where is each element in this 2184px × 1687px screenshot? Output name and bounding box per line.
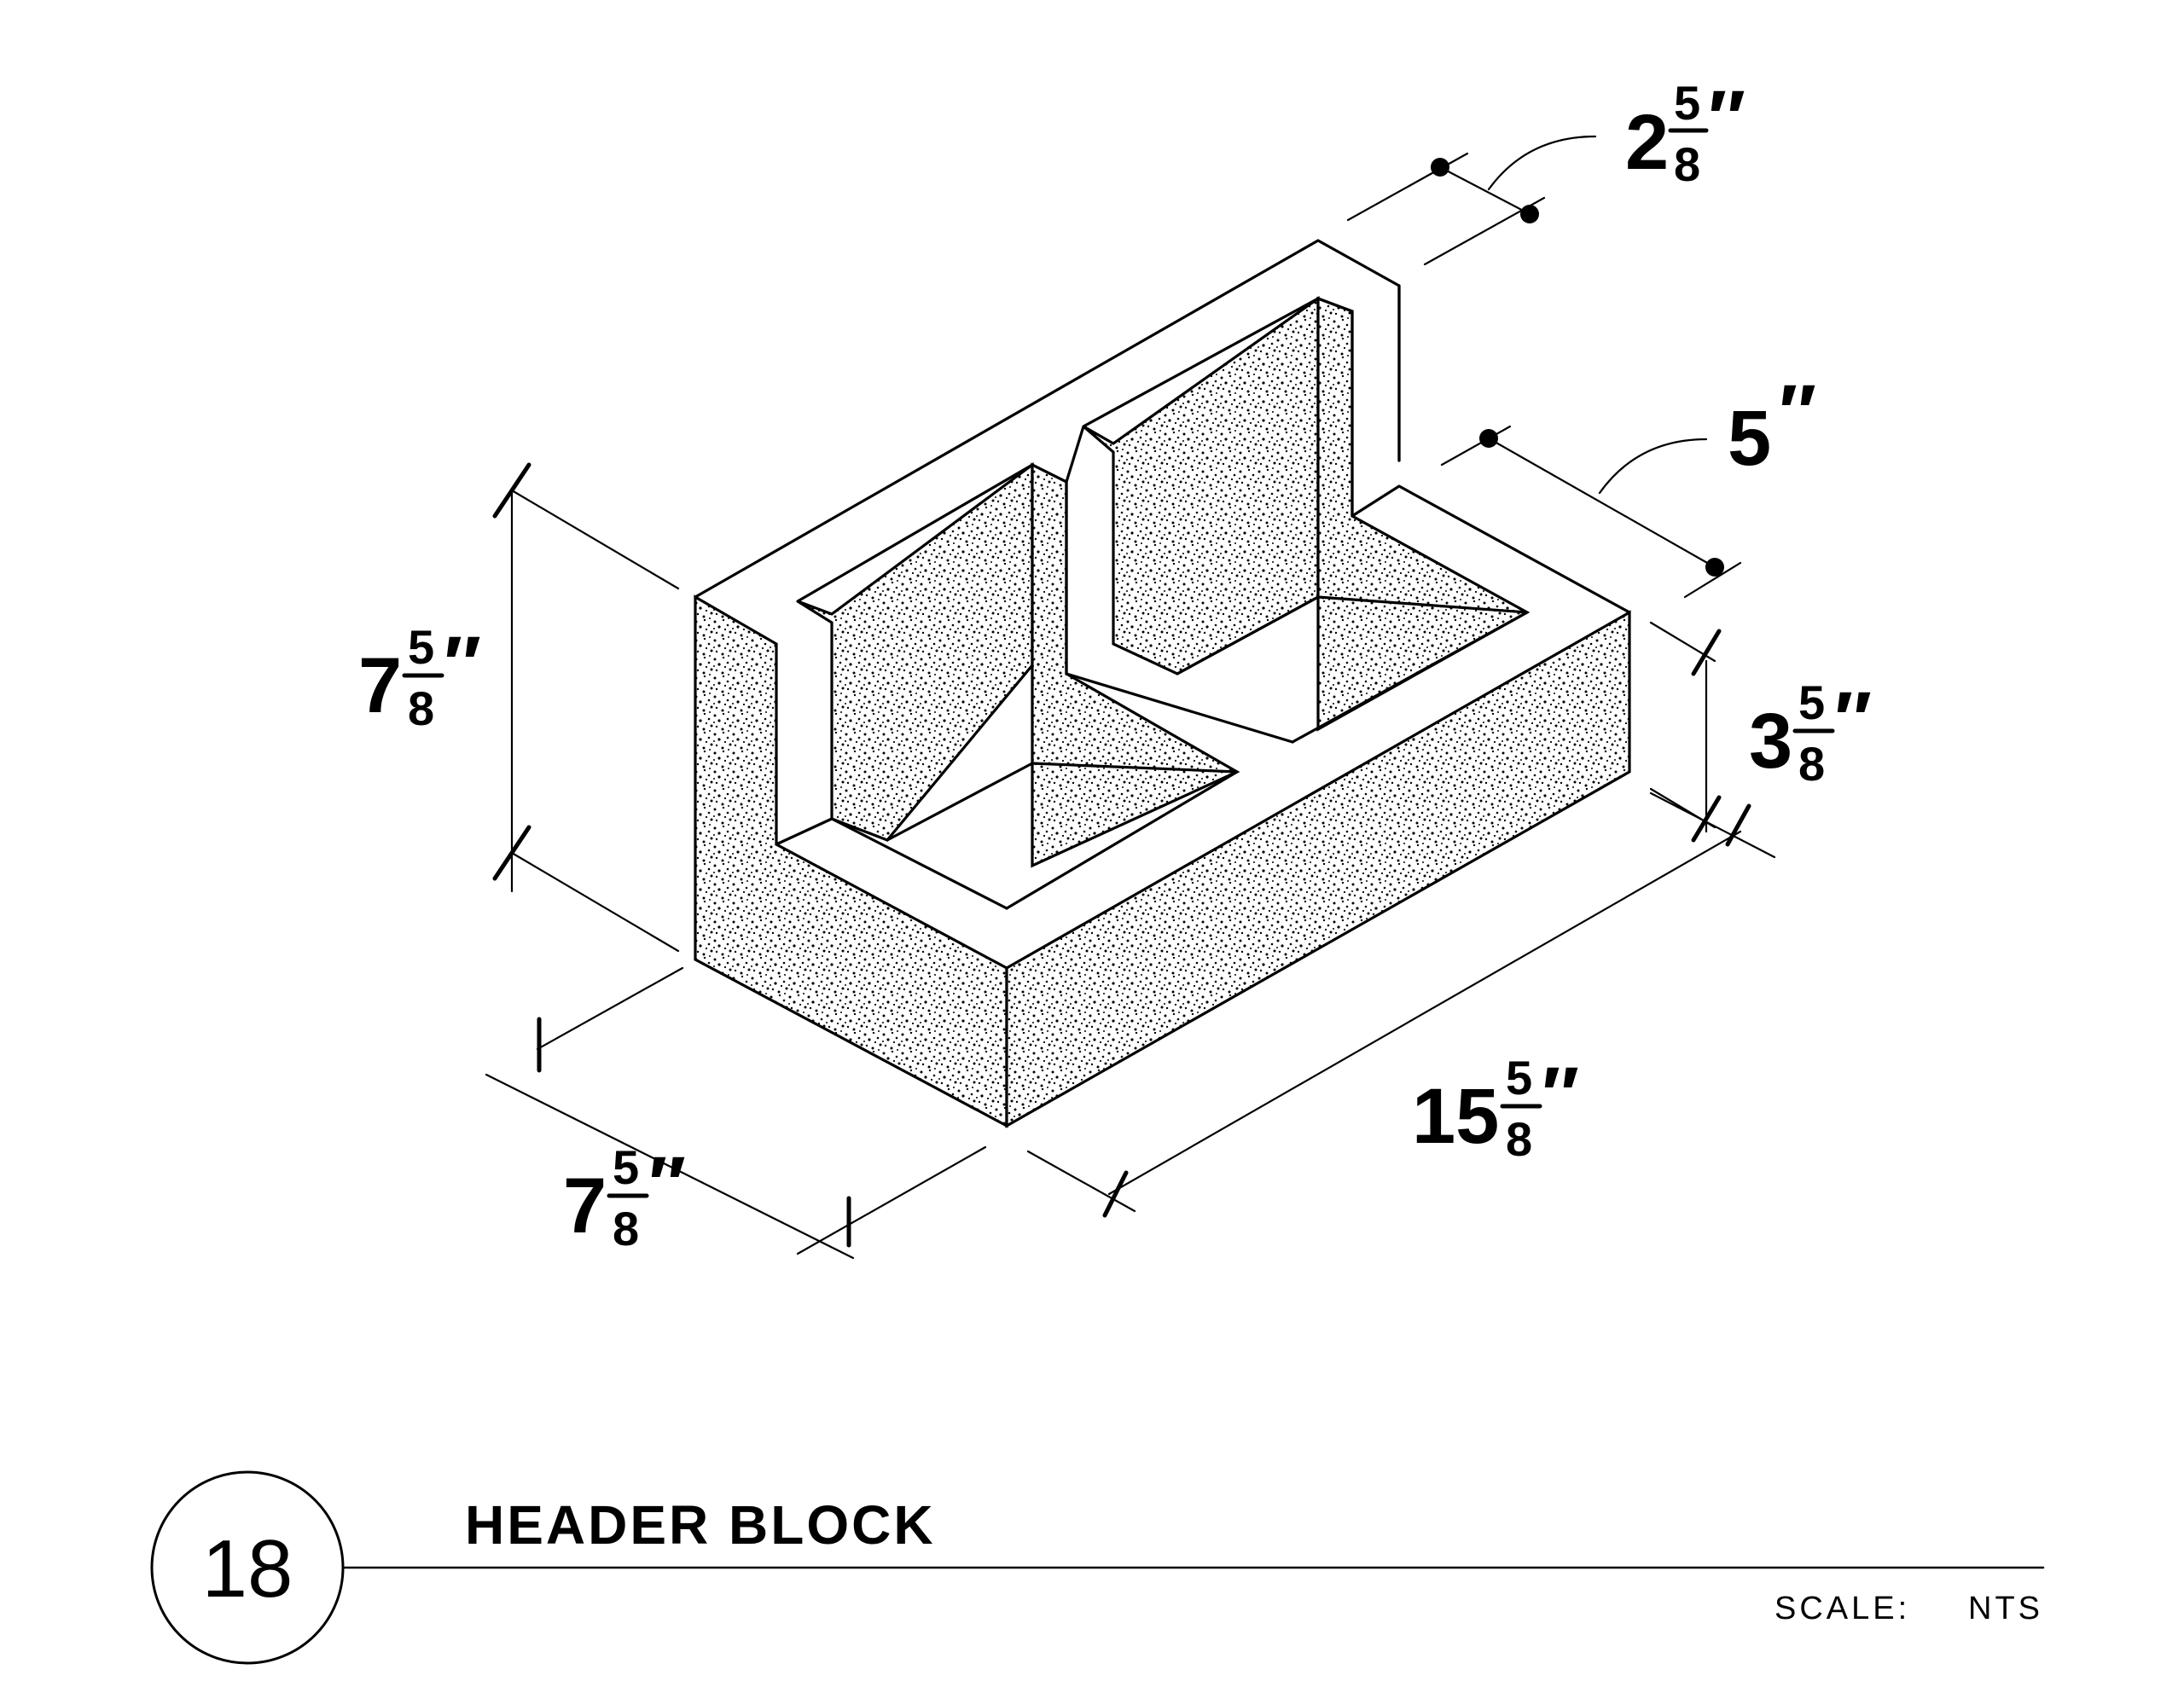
side-dim-leader: [1598, 438, 1708, 495]
svg-text:″: ″: [1542, 1052, 1579, 1139]
back-wall-inner-left: [797, 461, 1034, 842]
dim-label-top-web: 2 5 8 ″: [1625, 75, 1745, 191]
stippled-faces: [694, 295, 1631, 1128]
svg-text:8: 8: [1798, 737, 1825, 791]
svg-text:″: ″: [648, 1141, 686, 1228]
length-tick-right: [1725, 803, 1751, 847]
front-rim-edge: [775, 817, 834, 846]
right-cell-floor-edge: [1176, 595, 1529, 744]
svg-text:8: 8: [1506, 1112, 1532, 1166]
depth-ext-right: [796, 1145, 987, 1255]
web-dim-dot-right: [1520, 205, 1539, 223]
side-dim-dot-bottom: [1705, 558, 1724, 577]
web-dim-ext-left: [1346, 152, 1469, 222]
svg-text:8: 8: [1674, 137, 1700, 191]
left-cell-floor-edge: [886, 762, 1239, 910]
detail-number: 18: [202, 1523, 293, 1615]
dim-label-reduced-height: 3 5 8 ″: [1749, 675, 1872, 791]
length-ext-left: [1026, 1150, 1136, 1213]
svg-text:5: 5: [1506, 1051, 1532, 1104]
side-dim-ext-bottom: [1683, 561, 1742, 599]
svg-text:15: 15: [1412, 1073, 1499, 1160]
side-dim-ext-top: [1440, 425, 1512, 467]
svg-text:5: 5: [613, 1140, 639, 1194]
svg-text:5: 5: [1674, 76, 1700, 130]
depth-ext-left: [536, 966, 684, 1051]
svg-text:″: ″: [1834, 676, 1872, 763]
dimension-lines: [485, 135, 1776, 1260]
web-dim-line: [1438, 165, 1531, 216]
right-top-edge: [1350, 310, 1631, 614]
side-dim-dot-top: [1479, 429, 1498, 448]
svg-text:5: 5: [1728, 395, 1771, 482]
dim-label-height: 7 5 8 ″: [358, 620, 481, 735]
svg-text:7: 7: [358, 642, 402, 729]
web-dim-dot-left: [1431, 158, 1449, 177]
scale-label: SCALE:: [1774, 1591, 1910, 1626]
svg-text:5: 5: [408, 620, 434, 674]
svg-text:7: 7: [563, 1162, 607, 1249]
web-dim-leader: [1487, 135, 1597, 191]
front-face: [1005, 610, 1631, 1128]
svg-text:2: 2: [1625, 99, 1669, 186]
svg-text:″: ″: [1708, 75, 1745, 162]
reduced-height-tick-bottom: [1691, 795, 1722, 843]
svg-text:″: ″: [1779, 369, 1816, 456]
svg-text:5: 5: [1798, 675, 1825, 729]
svg-text:3: 3: [1749, 698, 1792, 785]
right-cell-floor-back: [1065, 672, 1294, 744]
right-inner-face: [1316, 296, 1531, 732]
length-dim-line: [1107, 830, 1742, 1196]
svg-text:8: 8: [408, 681, 434, 735]
scale-value: NTS: [1968, 1591, 2043, 1626]
left-cell-floor-back: [830, 817, 1008, 910]
height-tick-top: [492, 462, 531, 519]
reduced-height-tick-top: [1691, 629, 1722, 676]
svg-text:″: ″: [444, 621, 481, 708]
dim-label-length: 15 5 8 ″: [1412, 1051, 1579, 1166]
height-ext-bottom: [510, 851, 680, 953]
back-wall-top-inner-edge: [796, 297, 1354, 603]
detail-title: HEADER BLOCK: [465, 1494, 936, 1556]
height-ext-top: [510, 489, 680, 590]
svg-text:8: 8: [613, 1202, 639, 1255]
block-outlines: [694, 239, 1631, 910]
length-tick-left: [1102, 1170, 1129, 1218]
dim-label-depth: 7 5 8 ″: [563, 1140, 686, 1255]
title-block: 18 HEADER BLOCK SCALE: NTS: [150, 1470, 2045, 1665]
dim-label-side-width: 5 ″: [1728, 369, 1816, 482]
depth-dim-line: [485, 1073, 855, 1260]
side-dim-line: [1487, 437, 1716, 569]
height-tick-bottom: [492, 825, 531, 881]
